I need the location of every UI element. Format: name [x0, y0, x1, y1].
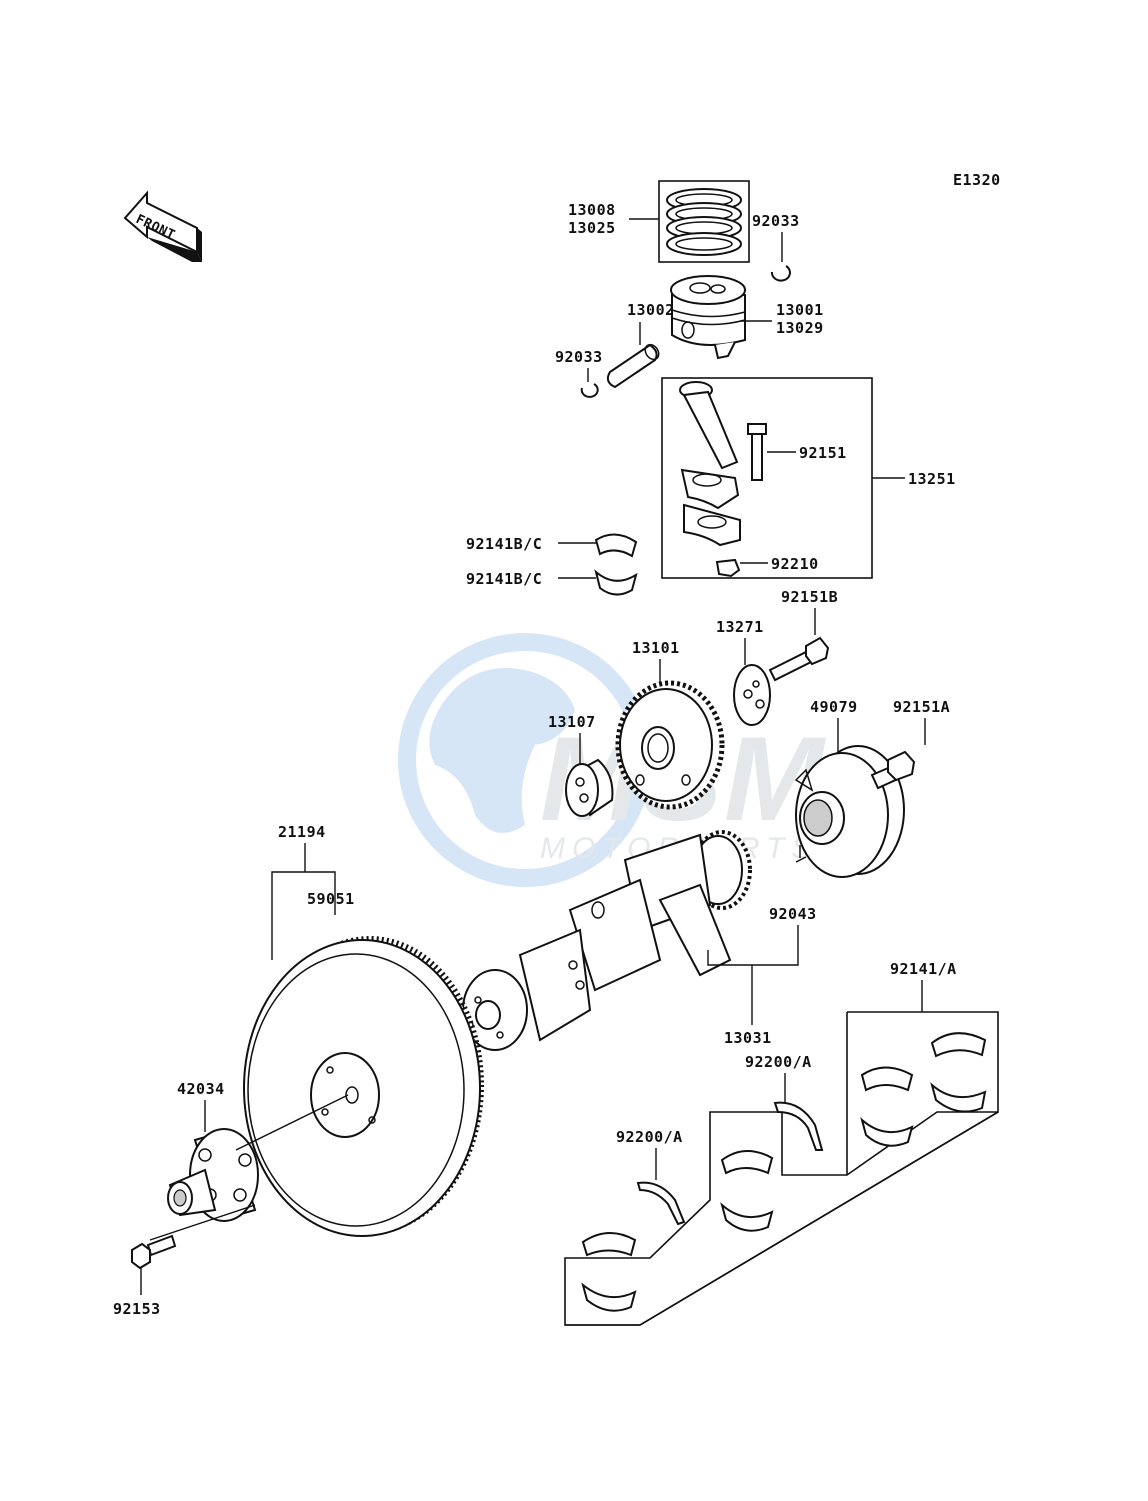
- piston-pin-image: [606, 343, 660, 389]
- conrod-bearing-lower-image: [594, 569, 638, 596]
- label-59051: 59051: [307, 890, 355, 908]
- circlip-top-image: [770, 265, 791, 282]
- spacer-13107-image: [565, 758, 614, 817]
- label-92141a: 92141/A: [890, 960, 957, 978]
- label-13008: 13008: [568, 201, 616, 219]
- label-92153: 92153: [113, 1300, 161, 1318]
- label-21194: 21194: [278, 823, 326, 841]
- label-92151a: 92151A: [893, 698, 950, 716]
- crankshaft-13031-image: [462, 830, 752, 1051]
- piston-image: [670, 275, 746, 360]
- piston-ring-box: [658, 180, 750, 263]
- label-13251: 13251: [908, 470, 956, 488]
- circlip-left-image: [580, 383, 599, 398]
- gear-13101-image: [615, 680, 725, 810]
- label-13271: 13271: [716, 618, 764, 636]
- label-13107: 13107: [548, 713, 596, 731]
- label-13001: 13001: [776, 301, 824, 319]
- connecting-rod-image: [679, 381, 741, 547]
- piston-rings-image: [666, 188, 742, 256]
- bolt-92151a-image: [870, 750, 916, 790]
- label-92033-left: 92033: [555, 348, 603, 366]
- label-92200a-1: 92200/A: [745, 1053, 812, 1071]
- diagram-code: E1320: [953, 171, 1001, 189]
- label-92151: 92151: [799, 444, 847, 462]
- label-13025: 13025: [568, 219, 616, 237]
- label-13031: 13031: [724, 1029, 772, 1047]
- label-13029: 13029: [776, 319, 824, 337]
- conrod-bolt-image: [747, 423, 767, 481]
- label-49079: 49079: [810, 698, 858, 716]
- label-13101: 13101: [632, 639, 680, 657]
- label-92043: 92043: [769, 905, 817, 923]
- main-bearings-image: [581, 1032, 987, 1312]
- bolt-92151b-image: [768, 636, 830, 682]
- label-92033-top: 92033: [752, 212, 800, 230]
- coupling-42034-image: [167, 1128, 259, 1222]
- bolt-92153-image: [131, 1234, 177, 1270]
- label-92210: 92210: [771, 555, 819, 573]
- label-42034: 42034: [177, 1080, 225, 1098]
- label-13002: 13002: [627, 301, 675, 319]
- flywheel-21194-image: [243, 936, 484, 1237]
- front-arrow-icon: FRONT: [123, 190, 202, 262]
- conrod-nut-image: [715, 558, 741, 578]
- label-92141bc-2: 92141B/C: [466, 570, 542, 588]
- conrod-bearing-upper-image: [594, 533, 638, 558]
- label-92200a-2: 92200/A: [616, 1128, 683, 1146]
- label-92141bc-1: 92141B/C: [466, 535, 542, 553]
- label-92151b: 92151B: [781, 588, 838, 606]
- washer-13271-image: [733, 664, 771, 726]
- main-bearing-outline: [564, 1011, 999, 1326]
